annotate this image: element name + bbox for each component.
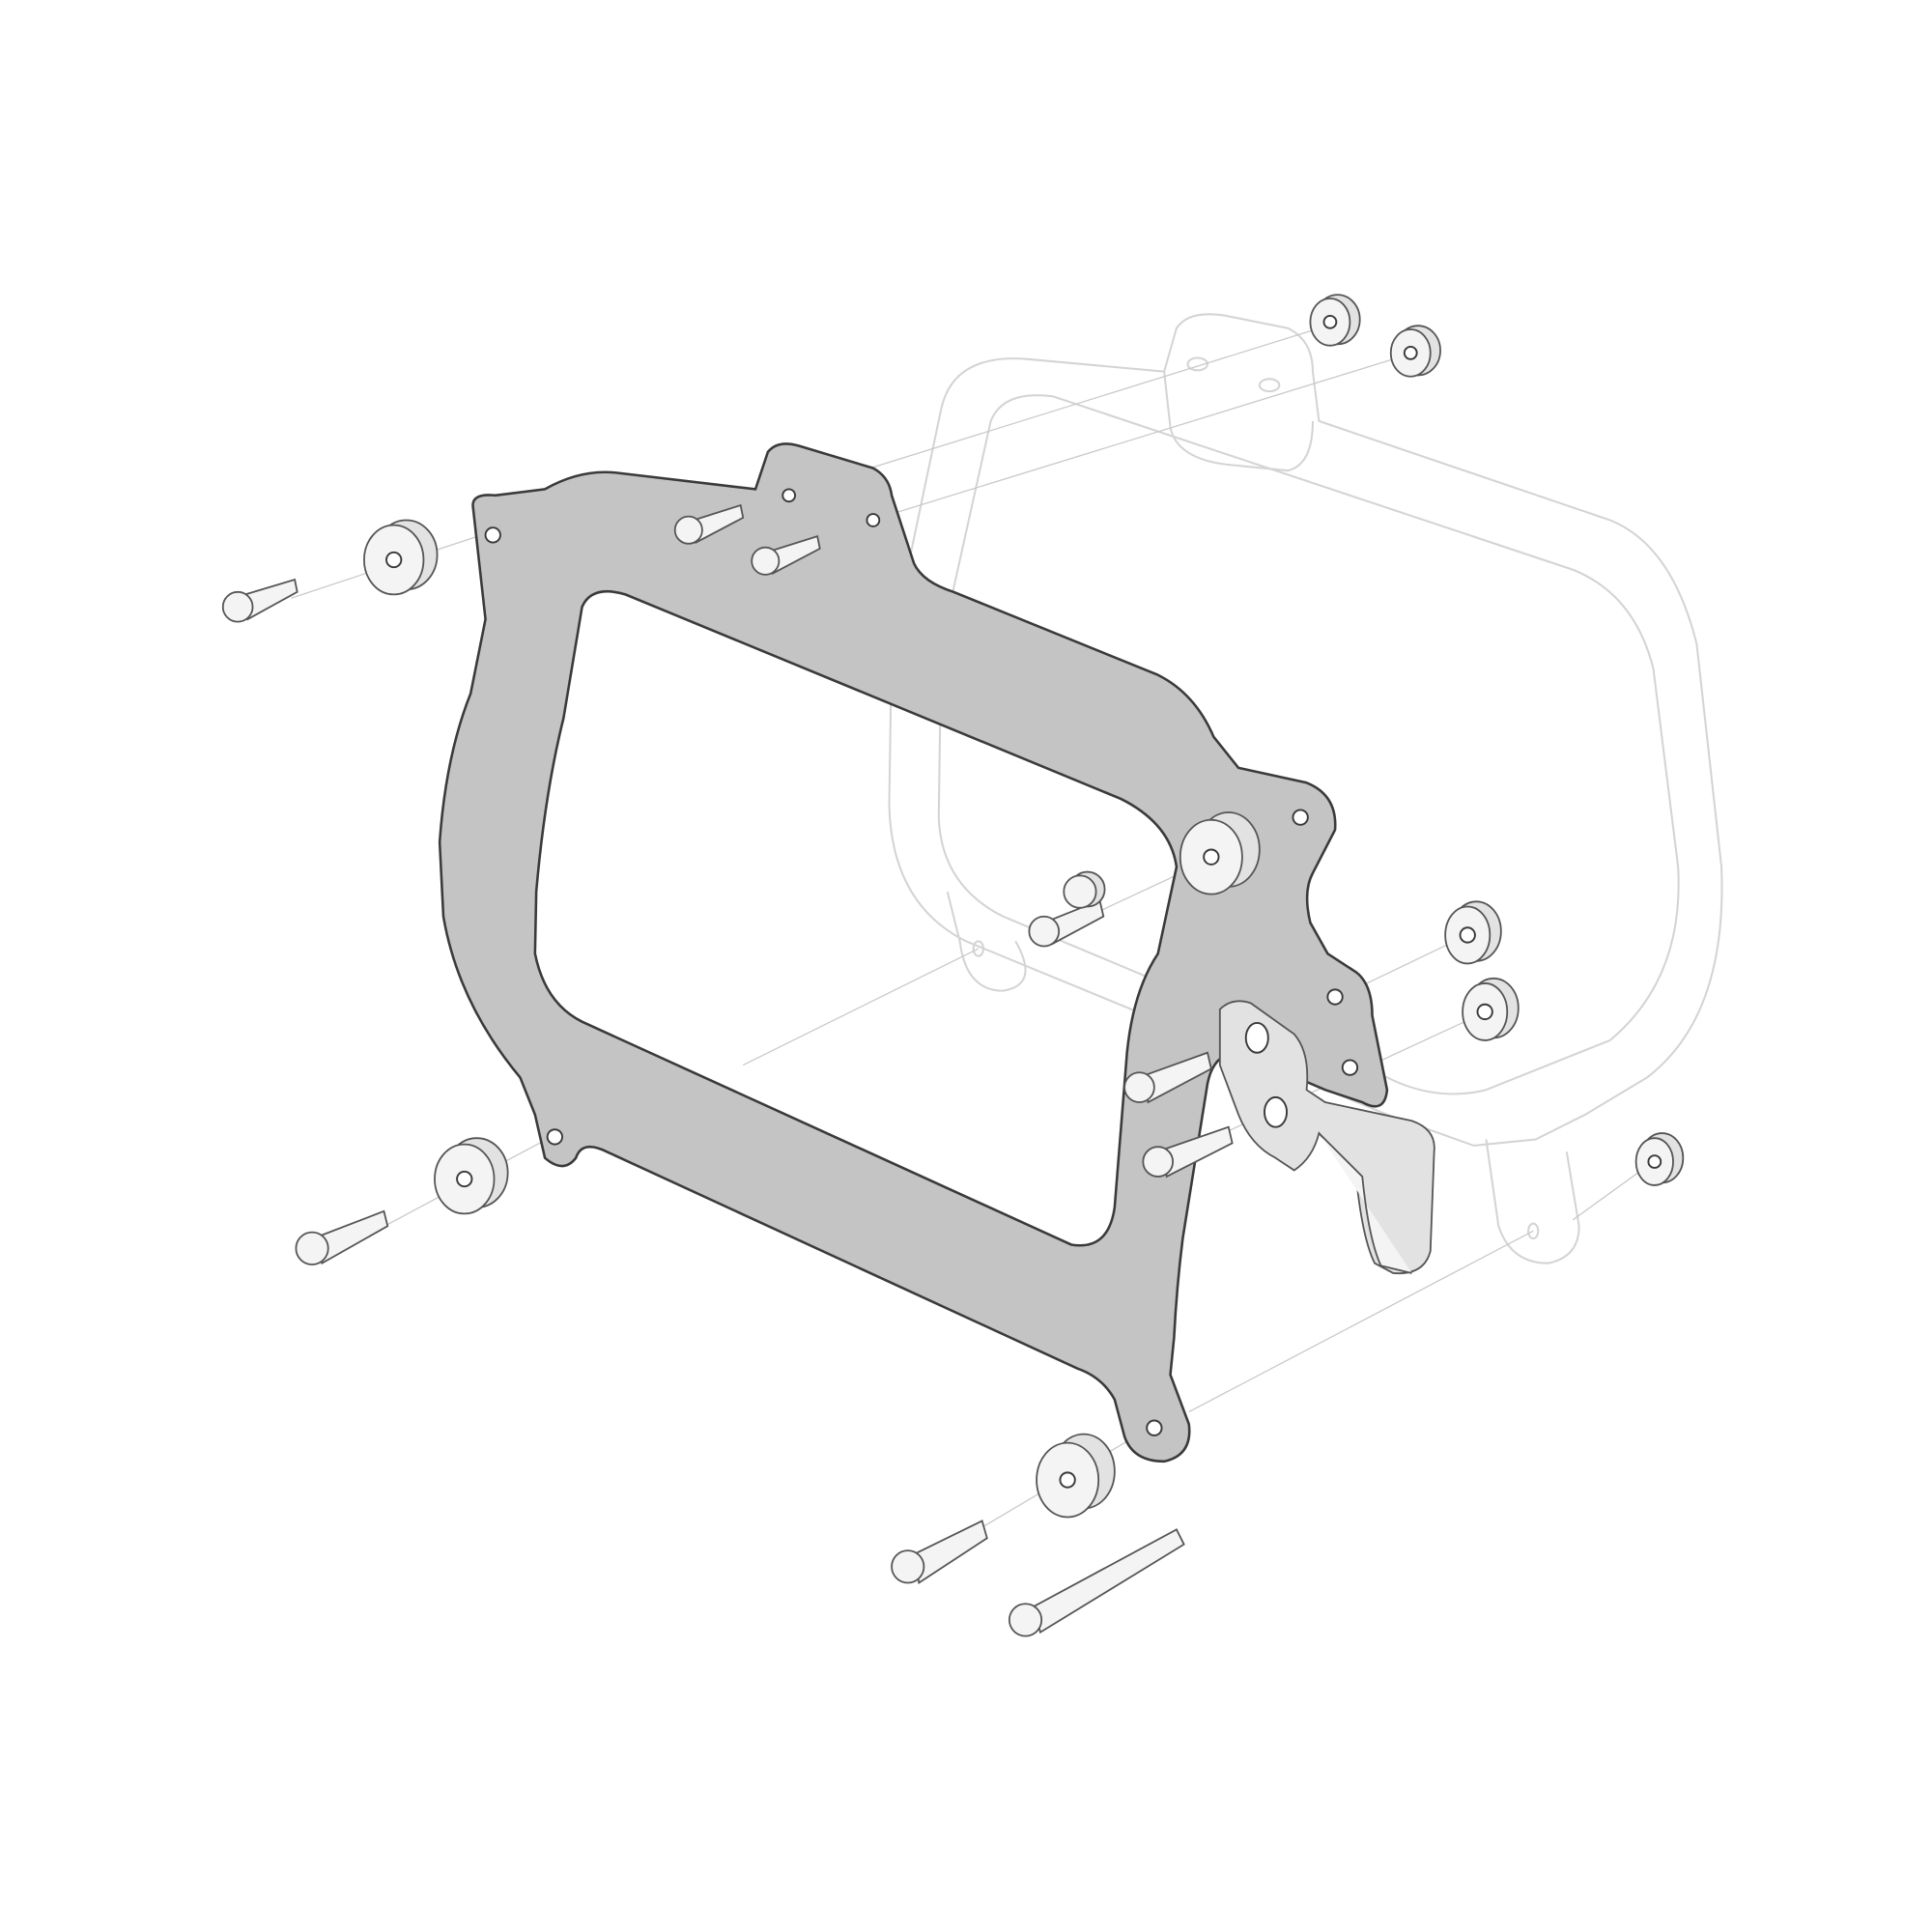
bolt (1142, 1125, 1234, 1179)
bolt (751, 534, 821, 576)
mounting-plate (438, 442, 1389, 1463)
bolt (891, 1520, 988, 1584)
bolt (1123, 1051, 1212, 1104)
spacer (1179, 811, 1261, 895)
nuts (1063, 294, 1685, 1186)
nut (1444, 900, 1502, 965)
bolt-long (1008, 1528, 1185, 1637)
nut (1389, 325, 1441, 378)
bolts (221, 503, 1234, 1637)
bolt (673, 503, 745, 545)
spacer (434, 1137, 509, 1215)
bolt (221, 578, 298, 623)
bolt (1028, 898, 1105, 948)
nut (1634, 1132, 1685, 1186)
case-outline (888, 313, 1723, 1264)
spacers (363, 519, 1261, 1519)
nut (1462, 977, 1520, 1041)
nut (1309, 294, 1361, 347)
nut (1063, 870, 1106, 909)
spacer (363, 519, 439, 596)
bolt (295, 1209, 389, 1265)
spacer (1036, 1433, 1116, 1519)
